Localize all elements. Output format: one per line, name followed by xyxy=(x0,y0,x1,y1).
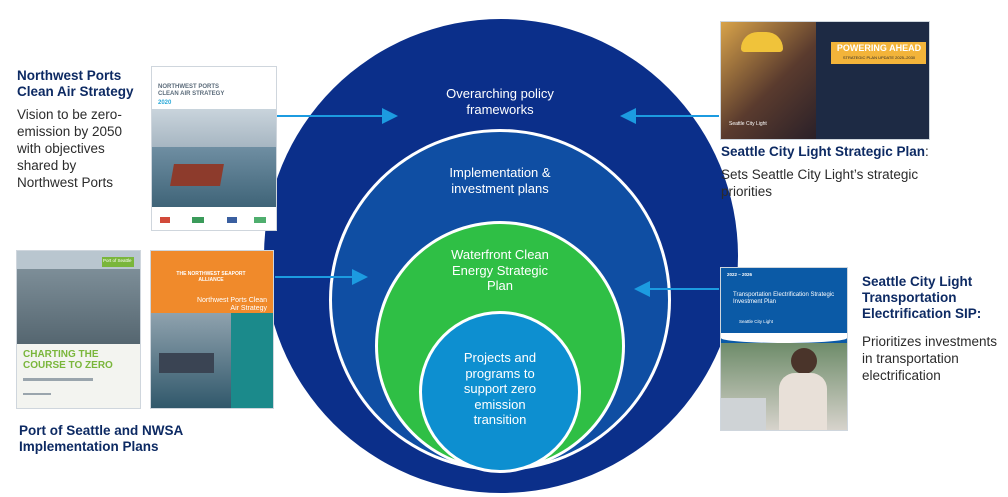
te-cover-brand: Seattle City Light xyxy=(739,319,774,324)
scl-strategic-title-text: Seattle City Light Strategic Plan xyxy=(721,144,926,159)
nwsa-clean-air-cover-image[interactable]: THE NORTHWEST SEAPORT ALLIANCE Northwest… xyxy=(151,251,273,408)
scl-strategic-title-suffix: : xyxy=(925,144,929,159)
pos-nwsa-title: Port of Seattle and NWSA Implementation … xyxy=(19,423,183,454)
hard-hat-shape xyxy=(741,32,783,52)
ring1-label: Overarching policy frameworks xyxy=(446,86,554,117)
ring3-label: Waterfront Clean Energy Strategic Plan xyxy=(451,247,549,293)
scl-strategic-plan-cover-image[interactable]: POWERING AHEAD STRATEGIC PLAN UPDATE 202… xyxy=(721,22,929,139)
nw-ports-description: Vision to be zero-emission by 2050 with … xyxy=(17,107,123,190)
charting-course-title: CHARTING THE COURSE TO ZERO xyxy=(23,349,113,371)
scl-te-sip-cover-image[interactable]: 2022 – 2026 Transportation Electrificati… xyxy=(721,268,847,430)
scl-cover-sub: STRATEGIC PLAN UPDATE 2025–2030 xyxy=(842,55,916,60)
ring-projects-programs xyxy=(422,314,578,470)
te-cover-title: Transportation Electrification Strategic… xyxy=(733,292,835,305)
scl-strategic-description: Sets Seattle City Light’s strategic prio… xyxy=(721,167,919,199)
nw-ports-title: Northwest Ports Clean Air Strategy xyxy=(17,68,134,99)
nw-cover-year: 2020 xyxy=(158,100,172,106)
nw-cover-title: NORTHWEST PORTS CLEAN AIR STRATEGY xyxy=(158,84,225,97)
nw-ports-cover-image[interactable]: NORTHWEST PORTS CLEAN AIR STRATEGY 2020 xyxy=(152,67,276,230)
charting-course-cover-image[interactable]: Port of Seattle CHARTING THE COURSE TO Z… xyxy=(17,251,140,408)
scl-te-title: Seattle City Light Transportation Electr… xyxy=(862,274,982,321)
te-cover-years: 2022 – 2026 xyxy=(727,272,753,277)
container-ship-shape xyxy=(170,164,224,186)
nwsa-cover-title: Northwest Ports Clean Air Strategy xyxy=(196,297,267,312)
scl-strategic-title: Seattle City Light Strategic Plan: xyxy=(721,144,981,160)
nwsa-brand: THE NORTHWEST SEAPORT ALLIANCE xyxy=(176,271,246,283)
scl-cover-brand: Seattle City Light xyxy=(729,121,767,127)
pos-brand: Port of Seattle xyxy=(103,258,132,263)
powering-ahead-headline: POWERING AHEAD xyxy=(836,43,922,53)
ring2-label: Implementation & investment plans xyxy=(449,165,551,196)
scl-te-description: Prioritizes investments in transportatio… xyxy=(862,334,998,383)
ring4-label: Projects and programs to support zero em… xyxy=(463,350,537,427)
